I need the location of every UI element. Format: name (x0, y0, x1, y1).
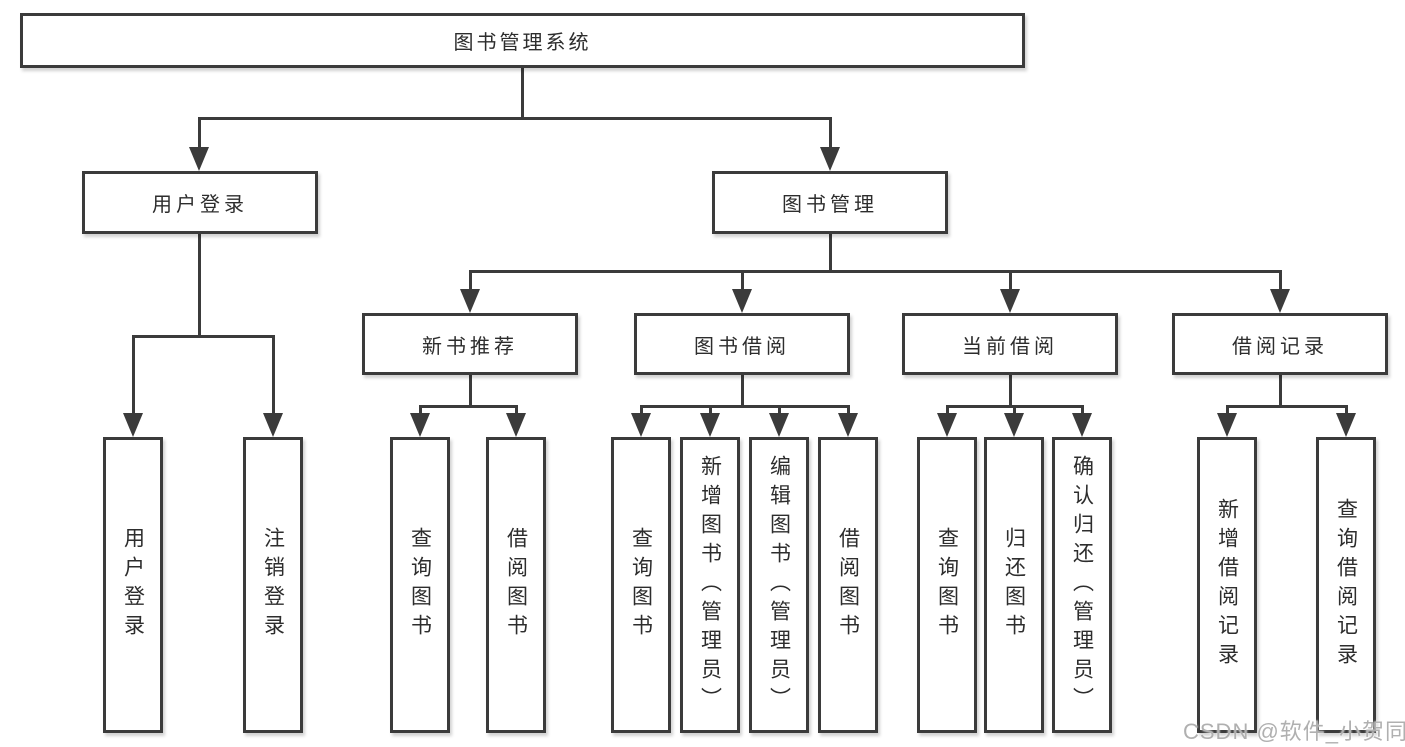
leaf-user-login-label: 用户登录 (121, 527, 145, 643)
arrow-shaft-leaf (1225, 405, 1229, 415)
arrow-shaft-leaf (945, 405, 949, 415)
leaf-user-login: 用户登录 (103, 437, 163, 733)
leaf-cb-query-books: 查询图书 (917, 437, 977, 733)
node-user-login: 用户登录 (82, 171, 318, 234)
arrow-down-icon (700, 413, 720, 437)
arrow-down-icon (123, 413, 143, 437)
arrow-shaft-leaf (1080, 405, 1084, 415)
arrow-down-icon (838, 413, 858, 437)
node-root-label: 图书管理系统 (453, 32, 592, 54)
arrow-shaft-leaf (777, 405, 781, 415)
node-user-login-label: 用户登录 (152, 194, 248, 216)
arrow-shaft-leaf (514, 405, 518, 415)
connector-book-management-stem (828, 232, 832, 272)
leaf-br-query-record: 查询借阅记录 (1316, 437, 1376, 733)
arrow-down-icon (263, 413, 283, 437)
leaf-cb-confirm-return-admin: 确认归还（管理员） (1052, 437, 1112, 733)
leaf-bb-query-books-label: 查询图书 (629, 527, 653, 643)
node-current-borrow-label: 当前借阅 (962, 335, 1058, 358)
connector-book-borrow-stem (740, 373, 744, 407)
arrow-down-icon (1000, 289, 1020, 313)
leaf-cb-return-books-label: 归还图书 (1002, 527, 1026, 643)
leaf-logout: 注销登录 (243, 437, 303, 733)
node-current-borrow: 当前借阅 (902, 313, 1118, 375)
leaf-cb-return-books: 归还图书 (984, 437, 1044, 733)
arrow-down-icon (1004, 413, 1024, 437)
connector-level2-bar (197, 117, 832, 120)
arrow-shaft-leaf (1012, 405, 1016, 415)
arrow-shaft-book-borrow (740, 270, 744, 291)
leaf-nbr-query-books-label: 查询图书 (408, 527, 432, 643)
leaf-bb-add-books-admin-label: 新增图书（管理员） (698, 454, 722, 716)
connector-new-book-recommend-stem (468, 373, 472, 407)
node-book-management-label: 图书管理 (782, 194, 878, 216)
connector-borrow-records-stem (1278, 373, 1282, 407)
arrow-down-icon (410, 413, 430, 437)
arrow-shaft-new-book-recommend (468, 270, 472, 291)
arrow-down-icon (189, 147, 209, 171)
arrow-shaft-book-management (828, 117, 832, 148)
leaf-bb-query-books: 查询图书 (611, 437, 671, 733)
arrow-down-icon (460, 289, 480, 313)
node-book-borrow: 图书借阅 (634, 313, 850, 375)
connector-level3-bar (468, 270, 1282, 273)
connector-current-borrow-stem (1008, 373, 1012, 407)
connector-book-borrow-bar (639, 405, 850, 408)
arrow-shaft-leaf-user-login (131, 335, 135, 415)
connector-user-login-stem (197, 232, 201, 336)
arrow-down-icon (820, 147, 840, 171)
node-root: 图书管理系统 (20, 13, 1025, 68)
node-book-borrow-label: 图书借阅 (694, 335, 790, 358)
arrow-shaft-leaf-logout (271, 335, 275, 415)
leaf-bb-add-books-admin: 新增图书（管理员） (680, 437, 740, 733)
arrow-down-icon (631, 413, 651, 437)
leaf-bb-edit-books-admin: 编辑图书（管理员） (749, 437, 809, 733)
node-new-book-recommend: 新书推荐 (362, 313, 578, 375)
connector-borrow-records-bar (1225, 405, 1348, 408)
arrow-shaft-leaf (639, 405, 643, 415)
leaf-br-query-record-label: 查询借阅记录 (1334, 498, 1358, 672)
arrow-down-icon (1217, 413, 1237, 437)
arrow-shaft-user-login (197, 117, 201, 148)
arrow-down-icon (937, 413, 957, 437)
csdn-watermark: CSDN @软件_小贺同学 (1183, 719, 1405, 744)
connector-new-book-recommend-bar (418, 405, 518, 408)
leaf-br-add-record-label: 新增借阅记录 (1215, 498, 1239, 672)
leaf-bb-borrow-books: 借阅图书 (818, 437, 878, 733)
arrow-shaft-leaf (1344, 405, 1348, 415)
connector-user-login-bar (131, 335, 275, 338)
connector-root-stem (521, 66, 524, 117)
arrow-down-icon (1270, 289, 1290, 313)
leaf-nbr-borrow-books: 借阅图书 (486, 437, 546, 733)
arrow-shaft-leaf (418, 405, 422, 415)
leaf-br-add-record: 新增借阅记录 (1197, 437, 1257, 733)
arrow-down-icon (732, 289, 752, 313)
node-borrow-records-label: 借阅记录 (1232, 335, 1328, 358)
node-book-management: 图书管理 (712, 171, 948, 234)
leaf-bb-borrow-books-label: 借阅图书 (836, 527, 860, 643)
arrow-shaft-leaf (708, 405, 712, 415)
arrow-shaft-current-borrow (1008, 270, 1012, 291)
leaf-nbr-query-books: 查询图书 (390, 437, 450, 733)
leaf-logout-label: 注销登录 (261, 527, 285, 643)
arrow-shaft-borrow-records (1278, 270, 1282, 291)
arrow-down-icon (1072, 413, 1092, 437)
node-new-book-recommend-label: 新书推荐 (422, 335, 518, 358)
arrow-shaft-leaf (846, 405, 850, 415)
arrow-down-icon (506, 413, 526, 437)
leaf-cb-confirm-return-admin-label: 确认归还（管理员） (1070, 454, 1094, 716)
node-borrow-records: 借阅记录 (1172, 313, 1388, 375)
leaf-bb-edit-books-admin-label: 编辑图书（管理员） (767, 454, 791, 716)
leaf-cb-query-books-label: 查询图书 (935, 527, 959, 643)
arrow-down-icon (1336, 413, 1356, 437)
leaf-nbr-borrow-books-label: 借阅图书 (504, 527, 528, 643)
arrow-down-icon (769, 413, 789, 437)
